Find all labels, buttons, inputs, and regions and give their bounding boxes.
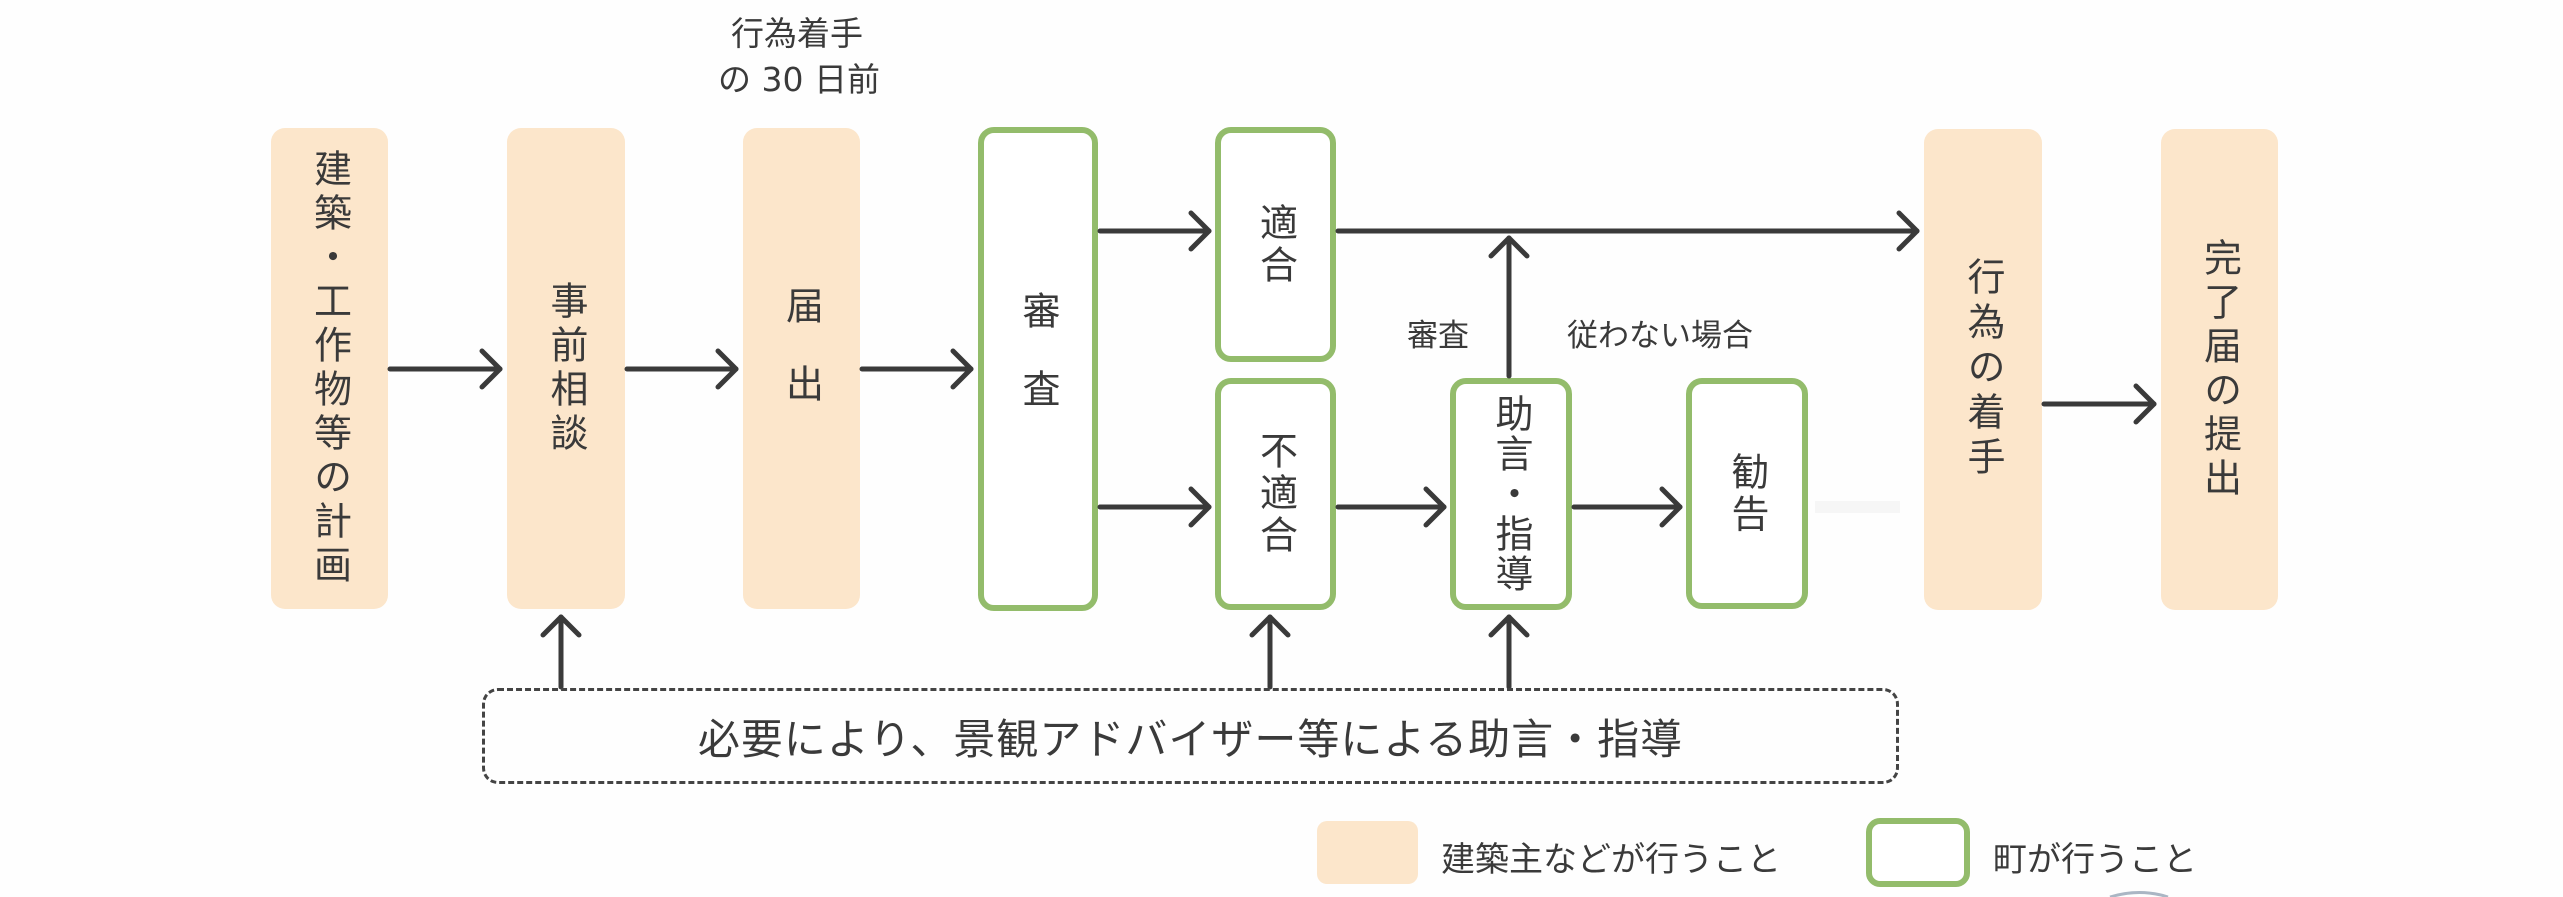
legend-label-town: 町が行うこと [1993, 840, 2197, 880]
node-non-compliant: 不適合 [1215, 378, 1336, 610]
arrow-non-compliant-to-advice [1335, 486, 1447, 528]
node-completion-report: 完了届の提出 [2161, 129, 2278, 610]
arrow-advice-up-to-review [1488, 235, 1530, 379]
node-review-label: 審査 [1016, 291, 1060, 447]
node-recommendation-label: 勧告 [1725, 451, 1769, 536]
node-advice-guidance: 助言・指導 [1450, 378, 1572, 610]
arrow-advice-to-recommendation [1571, 486, 1683, 528]
node-completion-report-label: 完了届の提出 [2197, 237, 2242, 502]
node-plan: 建築・工作物等の計画 [271, 128, 388, 609]
node-prior-consultation-label: 事前相談 [544, 280, 588, 457]
node-compliant: 適合 [1215, 127, 1336, 362]
arrow-compliant-to-start-of-work [1335, 210, 1920, 252]
edge-label-review: 審査 [1407, 318, 1469, 354]
notification-timing-note-line1: 行為着手 [731, 14, 863, 53]
legend-label-owner: 建築主などが行うこと [1441, 840, 1781, 880]
edge-label-if-not-followed: 従わない場合 [1567, 318, 1753, 354]
legend-swatch-town [1866, 818, 1970, 887]
arrow-consultation-to-notification [624, 348, 739, 390]
decorative-arc [2109, 891, 2169, 897]
advisor-note-text: 必要により、景観アドバイザー等による助言・指導 [697, 714, 1684, 764]
node-advice-guidance-label: 助言・指導 [1489, 394, 1533, 594]
node-notification: 届出 [743, 128, 860, 609]
arrow-advisor-to-advice [1488, 614, 1530, 690]
notification-timing-note-line2: の 30 日前 [718, 60, 880, 99]
node-recommendation: 勧告 [1686, 378, 1808, 609]
arrow-notification-to-review [859, 348, 974, 390]
arrow-advisor-to-consultation [540, 614, 582, 690]
node-notification-label: 届出 [779, 285, 824, 442]
arrow-review-to-non-compliant [1097, 486, 1212, 528]
arrow-plan-to-consultation [387, 348, 503, 390]
node-start-of-work: 行為の着手 [1924, 129, 2042, 610]
node-review: 審査 [978, 127, 1098, 611]
node-non-compliant-label: 不適合 [1253, 431, 1298, 557]
node-prior-consultation: 事前相談 [507, 128, 625, 609]
legend-swatch-owner [1317, 821, 1418, 884]
node-plan-label: 建築・工作物等の計画 [307, 148, 352, 589]
advisor-note-box: 必要により、景観アドバイザー等による助言・指導 [482, 688, 1899, 784]
arrow-review-to-compliant [1097, 210, 1212, 252]
arrow-advisor-to-non-compliant [1249, 614, 1291, 690]
arrow-start-to-completion [2041, 383, 2157, 425]
node-start-of-work-label: 行為の着手 [1961, 257, 2005, 482]
node-compliant-label: 適合 [1253, 202, 1298, 287]
